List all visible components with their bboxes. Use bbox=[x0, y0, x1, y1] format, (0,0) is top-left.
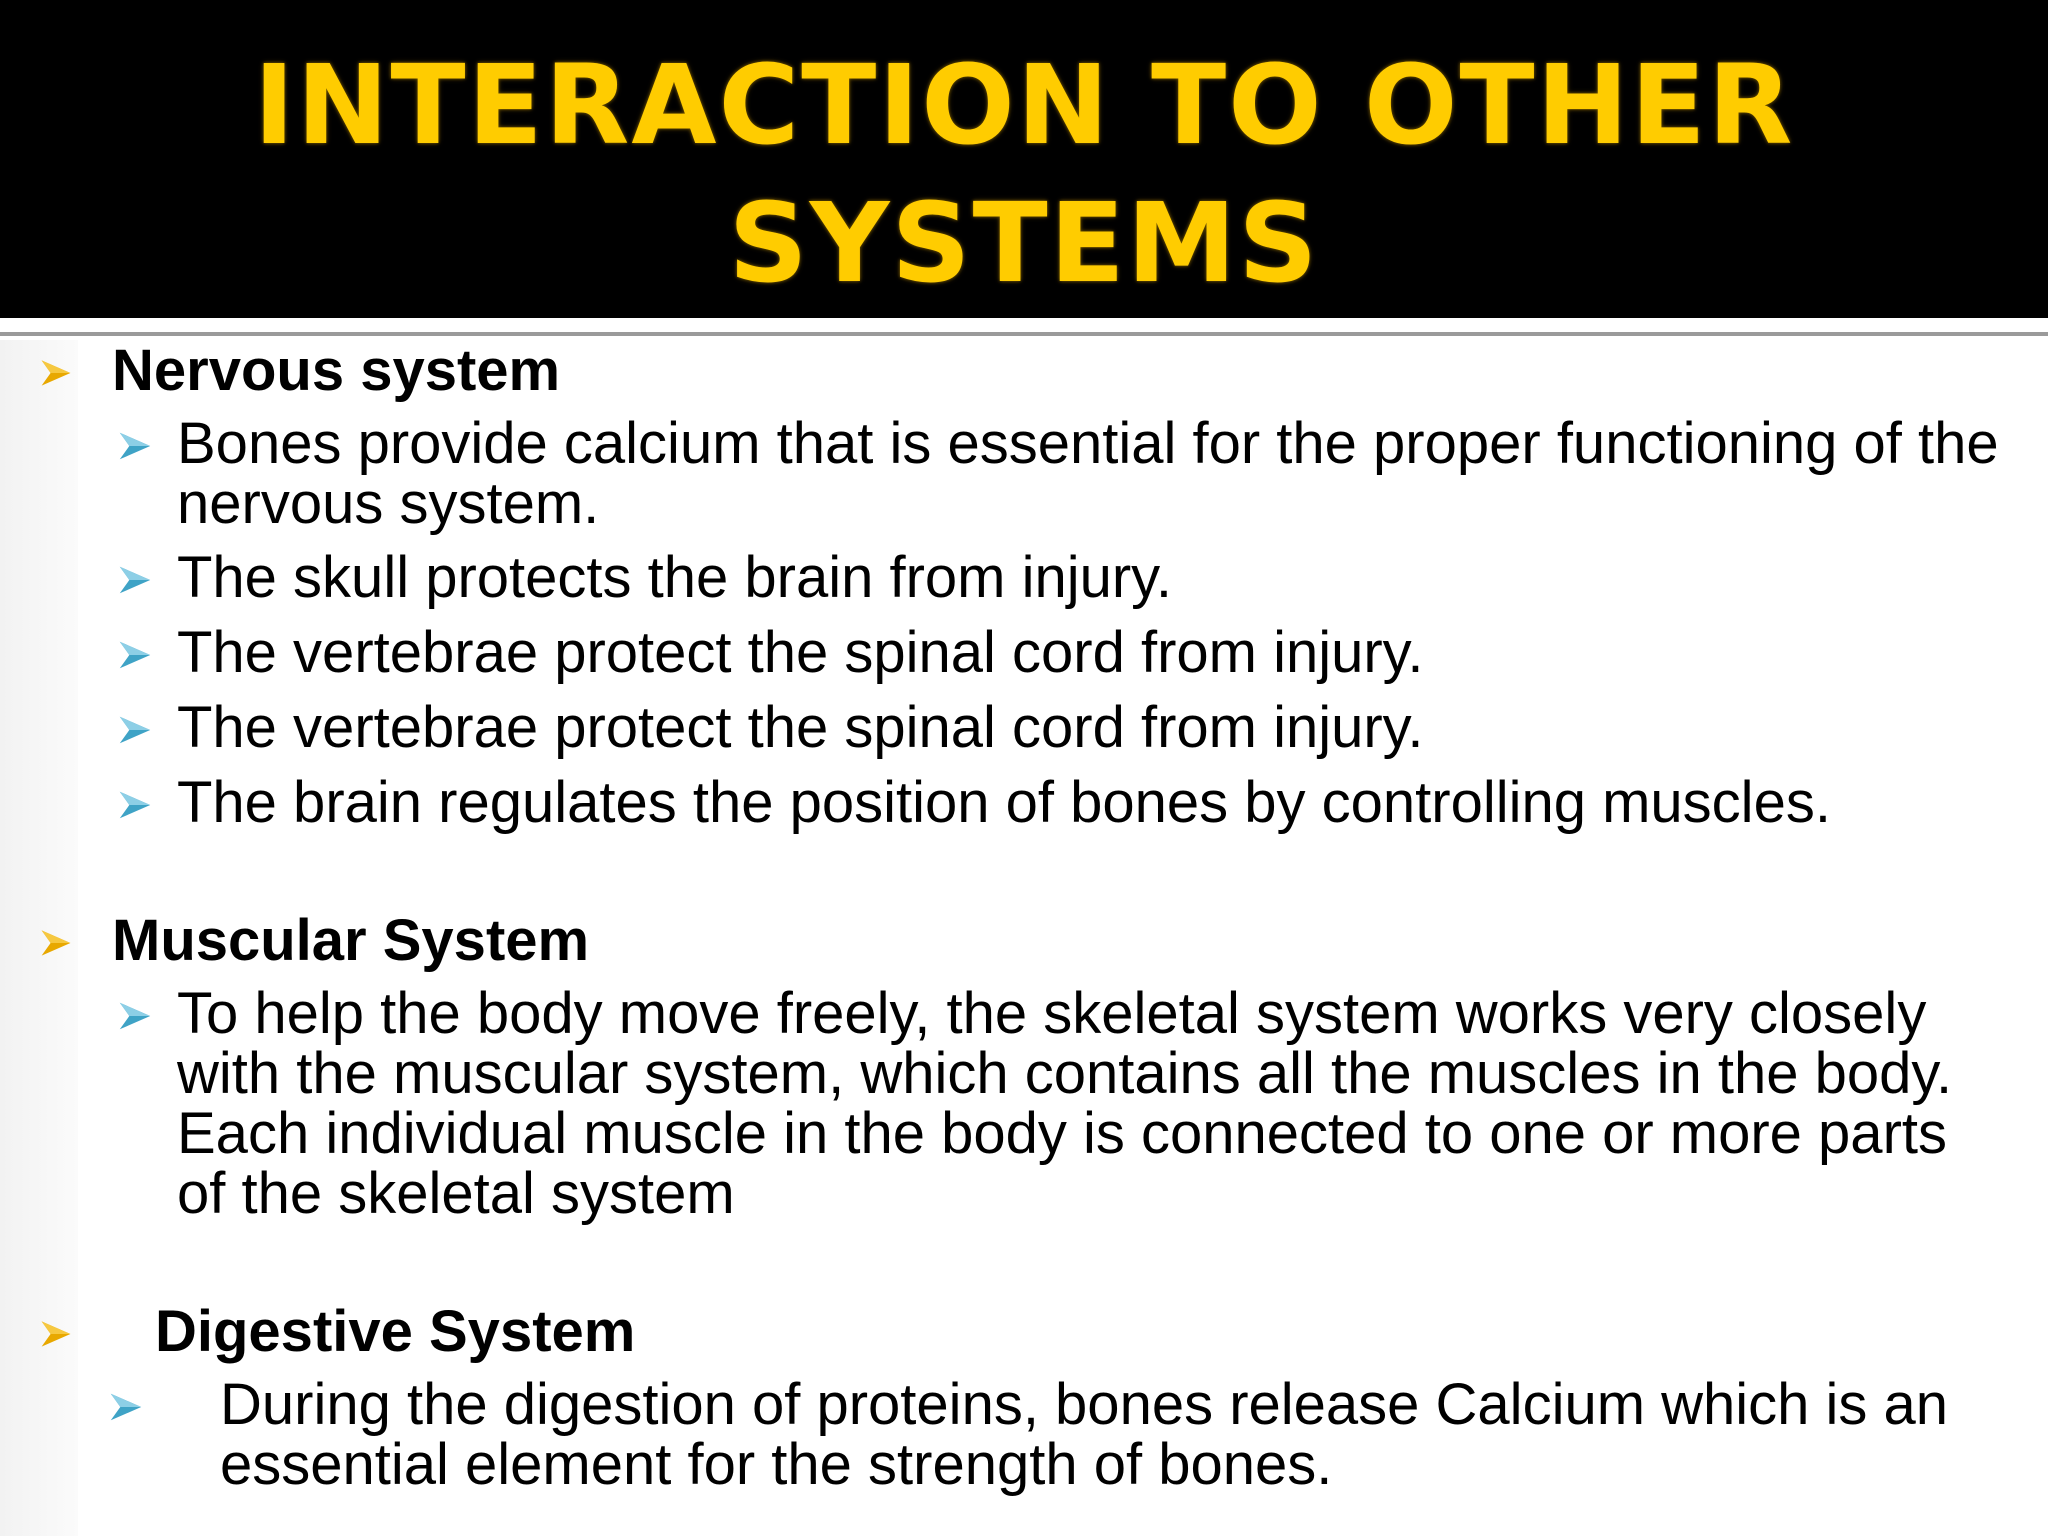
arrowhead-bullet-icon bbox=[116, 427, 154, 465]
slide-title-line-1: INTERACTION TO OTHER bbox=[253, 41, 1795, 169]
list-item: During the digestion of proteins, bones … bbox=[220, 1372, 1949, 1497]
arrowhead-bullet-icon bbox=[38, 925, 74, 961]
arrowhead-bullet-icon bbox=[38, 355, 74, 391]
left-margin-strip bbox=[0, 340, 78, 1536]
slide-title: INTERACTION TO OTHER SYSTEMS bbox=[0, 36, 2048, 312]
arrowhead-bullet-icon bbox=[107, 1388, 145, 1426]
arrowhead-bullet-icon bbox=[116, 636, 154, 674]
title-divider bbox=[0, 332, 2048, 336]
arrowhead-bullet-icon bbox=[116, 786, 154, 824]
title-band bbox=[0, 0, 2048, 318]
arrowhead-bullet-icon bbox=[116, 711, 154, 749]
list-item: The vertebrae protect the spinal cord fr… bbox=[177, 620, 1424, 685]
list-item: The skull protects the brain from injury… bbox=[177, 545, 1172, 610]
section-heading-muscular: Muscular System bbox=[112, 908, 590, 973]
arrowhead-bullet-icon bbox=[116, 997, 154, 1035]
section-heading-nervous: Nervous system bbox=[112, 338, 561, 403]
list-item: The brain regulates the position of bone… bbox=[177, 770, 1831, 835]
arrowhead-bullet-icon bbox=[116, 561, 154, 599]
list-item: To help the body move freely, the skelet… bbox=[177, 981, 1953, 1226]
list-item: The vertebrae protect the spinal cord fr… bbox=[177, 695, 1424, 760]
section-heading-digestive: Digestive System bbox=[155, 1299, 636, 1364]
list-item: Bones provide calcium that is essential … bbox=[177, 411, 1999, 536]
slide-title-line-2: SYSTEMS bbox=[728, 179, 1320, 307]
arrowhead-bullet-icon bbox=[38, 1316, 74, 1352]
